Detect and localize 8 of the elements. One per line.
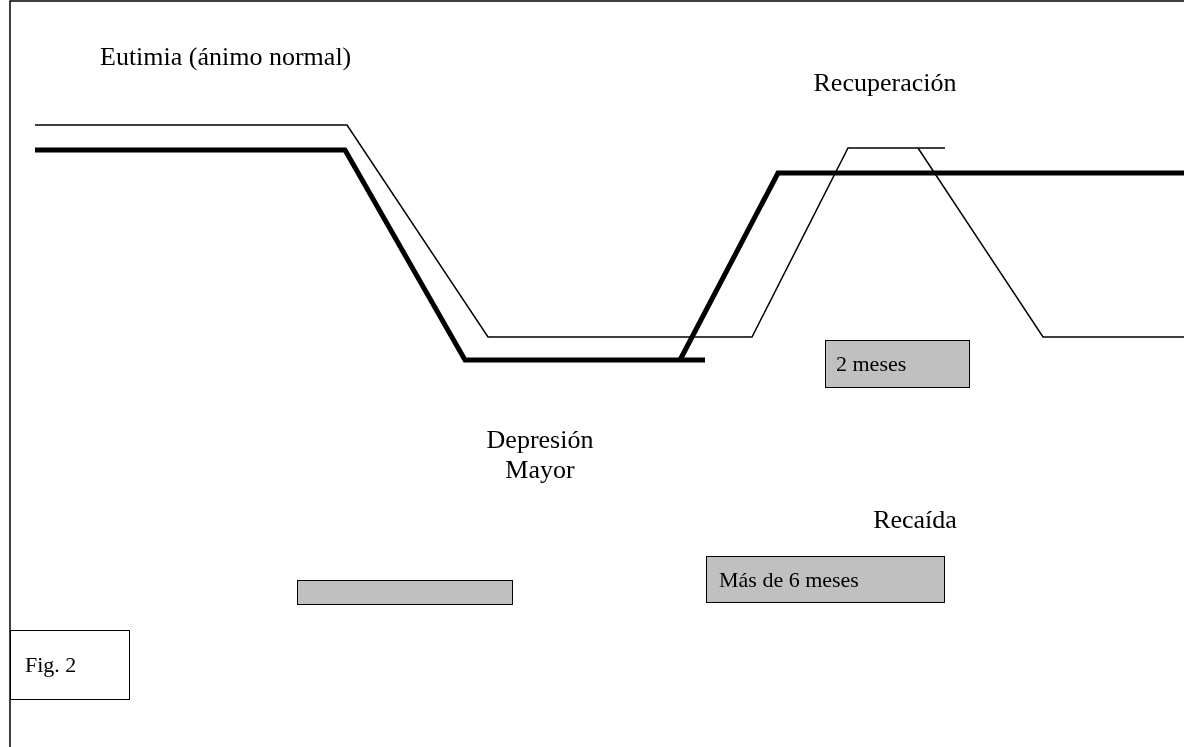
figure-label: Fig. 2	[10, 630, 130, 700]
annotation-text: Depresión Mayor	[485, 425, 595, 485]
duration-bar	[297, 580, 513, 605]
annotation-text: Recaída	[872, 505, 958, 535]
annotation-text: Eutimia (ánimo normal)	[100, 42, 353, 72]
duration-bar: Más de 6 meses	[706, 556, 945, 603]
duration-bar: 2 meses	[825, 340, 970, 388]
annotation-text: Recuperación	[812, 68, 958, 98]
